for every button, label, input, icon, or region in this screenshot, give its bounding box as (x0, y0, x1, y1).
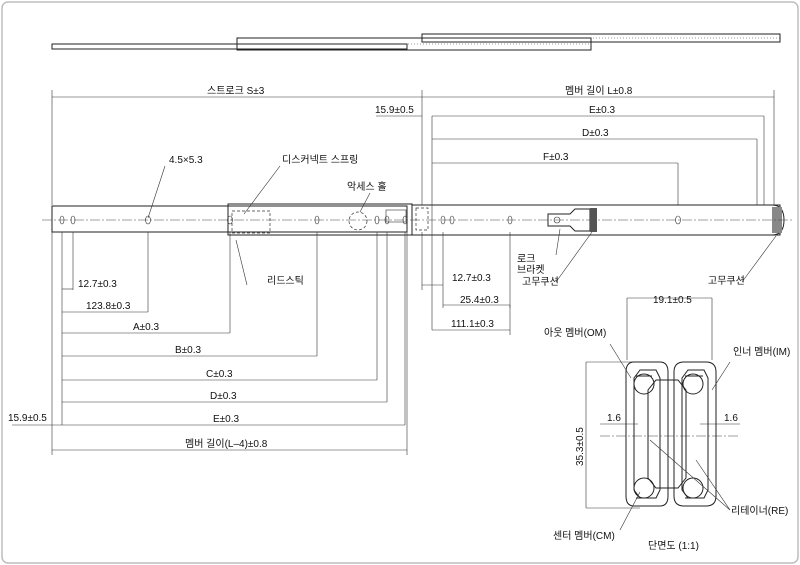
dim-12-7-right-label: 12.7±0.3 (452, 273, 491, 284)
c-dim-label: C±0.3 (206, 369, 233, 380)
section-view-label: 단면도 (1:1) (648, 540, 699, 552)
f-top-label: F±0.3 (543, 152, 569, 163)
lock-bracket-label-2: 브라켓 (517, 264, 545, 276)
lead-stick-label: 리드스틱 (267, 275, 304, 287)
member-length-l4-label: 멤버 길이(L–4)±0.8 (185, 437, 268, 450)
dim-15-9-left-label: 15.9±0.5 (8, 413, 47, 424)
rubber-cushion-mid-label: 고무쿠션 (522, 276, 559, 288)
disconnect-spring-label: 디스커넥트 스프링 (282, 154, 358, 166)
dim-111-1-label: 111.1±0.3 (451, 319, 494, 330)
top-dimensions (51, 90, 775, 330)
d-dim-label: D±0.3 (210, 391, 237, 402)
stroke-label: 스트로크 S±3 (207, 85, 265, 97)
dim-12-7-left-label: 12.7±0.3 (78, 279, 117, 290)
inner-member-label: 인너 멤버(IM) (733, 346, 790, 358)
a-dim-label: A±0.3 (133, 322, 159, 333)
access-hole-label: 악세스 홀 (347, 180, 387, 193)
rubber-cushion-right-label: 고무쿠션 (708, 275, 745, 287)
dim-25-4-label: 25.4±0.3 (460, 295, 499, 306)
rail-elevation (42, 203, 792, 236)
d-top-label: D±0.3 (582, 128, 609, 139)
e-dim-label: E±0.3 (213, 414, 239, 425)
bottom-dimensions (12, 232, 511, 455)
center-member-label: 센터 멤버(CM) (553, 530, 615, 542)
slot-label: 4.5×5.3 (169, 155, 203, 166)
dim-1-6-left-label: 1.6 (607, 413, 621, 424)
dim-1-6-right-label: 1.6 (724, 413, 738, 424)
b-dim-label: B±0.3 (175, 345, 201, 356)
cross-section-view (585, 297, 740, 531)
dim-123-8-label: 123.8±0.3 (86, 301, 131, 312)
outer-member-label: 아웃 멤버(OM) (544, 327, 606, 339)
dim-35-3-label: 35.3±0.5 (575, 427, 586, 466)
leader-lines (147, 165, 777, 286)
retainer-label: 리테이너(RE) (731, 505, 788, 517)
lock-bracket-label-1: 로크 (517, 254, 535, 265)
top-view-extended (51, 33, 781, 51)
dim-19-1-label: 19.1±0.5 (653, 295, 692, 306)
dim-15-9-top-label: 15.9±0.5 (375, 105, 414, 116)
rubber-cushion-end (772, 207, 782, 233)
member-length-l-label: 멤버 길이 L±0.8 (565, 84, 633, 97)
e-top-label: E±0.3 (589, 105, 615, 116)
